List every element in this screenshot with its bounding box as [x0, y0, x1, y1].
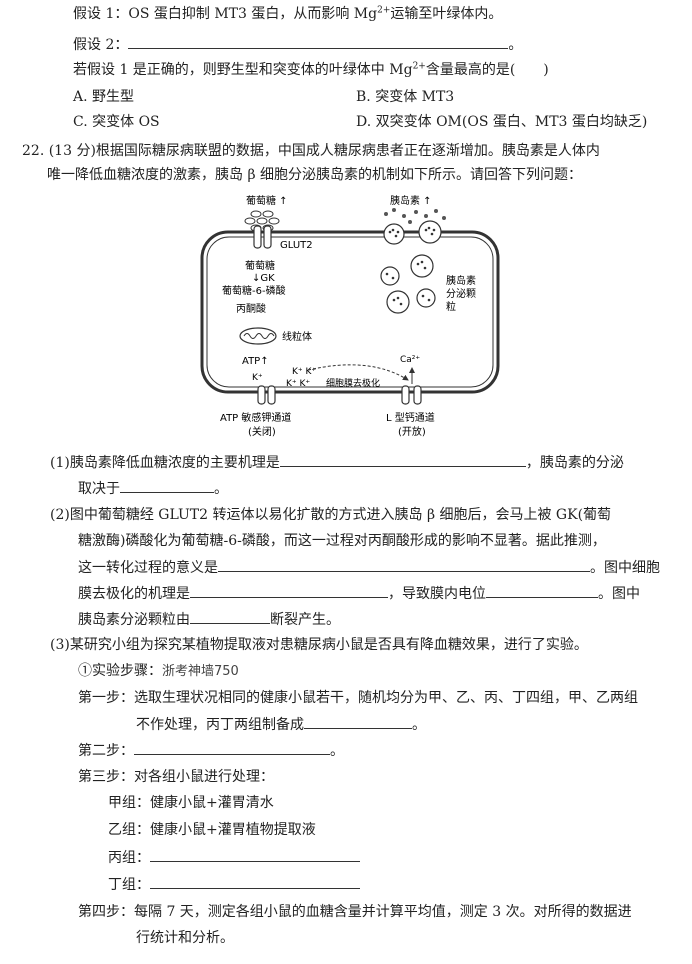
punct: 。 [412, 717, 426, 733]
part-1-blank-depends[interactable] [120, 478, 214, 493]
step-4-line2: 行统计和分析。 [136, 930, 234, 946]
hypothesis-2: 假设 2： 。 [73, 34, 522, 55]
label-glucose-top: 葡萄糖 ↑ [246, 194, 288, 207]
part-2-text-i: 断裂产生。 [270, 612, 340, 628]
group-a: 甲组：健康小鼠+灌胃清水 [108, 795, 274, 811]
option-b[interactable]: B. 突变体 MT3 [356, 89, 455, 105]
part-1-line1: (1)胰岛素降低血糖浓度的主要机理是 ，胰岛素的分泌 [50, 452, 624, 473]
question-21-stem: 若假设 1 是正确的，则野生型和突变体的叶绿体中 Mg2+含量最高的是( ) [73, 60, 549, 80]
step-1-text-b: 不作处理，丙丁两组制备成 [136, 717, 304, 733]
label-pyruvate: 丙酮酸 [236, 302, 266, 315]
group-d-blank[interactable] [150, 874, 360, 889]
step-1-blank-model[interactable] [304, 714, 412, 729]
label-atp-channel: ATP 敏感钾通道 [220, 411, 291, 424]
superscript: 2+ [412, 61, 426, 72]
group-c-label: 丙组： [108, 850, 150, 866]
label-atp-channel-state: (关闭) [248, 425, 276, 438]
part-2-line2: 糖激酶)磷酸化为葡萄糖-6-磷酸，而这一过程对丙酮酸形成的影响不显著。据此推测， [78, 533, 606, 549]
part-2-text-d: 。图中细胞 [590, 560, 660, 576]
step-2-label: 第二步： [78, 743, 134, 759]
group-c: 丙组： [108, 847, 360, 868]
hypothesis-1-text: 假设 1：OS 蛋白抑制 MT3 蛋白，从而影响 Mg [73, 6, 378, 22]
hypothesis-2-blank[interactable] [128, 34, 509, 49]
ca-channel [401, 385, 422, 405]
step-2: 第二步： 。 [78, 740, 344, 761]
part-2-text-h: 胰岛素分泌颗粒由 [78, 612, 190, 628]
superscript: 2+ [377, 5, 391, 16]
group-d: 丁组： [108, 874, 360, 895]
label-ca-channel: L 型钙通道 [386, 411, 435, 424]
label-ca: Ca²⁺ [400, 355, 420, 365]
option-c[interactable]: C. 突变体 OS [73, 114, 160, 130]
question-text: 若假设 1 是正确的，则野生型和突变体的叶绿体中 Mg [73, 62, 413, 78]
part-2-blank-potential[interactable] [486, 583, 598, 598]
released-insulin [384, 208, 446, 224]
part-2-text-f: ，导致膜内电位 [388, 586, 486, 602]
label-mitochondrion: 线粒体 [282, 330, 312, 343]
label-glut2: GLUT2 [280, 240, 313, 251]
part-2-blank-origin[interactable] [190, 609, 270, 624]
part-3-intro: (3)某研究小组为探究某植物提取液对患糖尿病小鼠是否具有降血糖效果，进行了实验。 [50, 637, 588, 653]
question-text-end: 含量最高的是( ) [425, 62, 549, 78]
part-2-line4: 膜去极化的机理是 ，导致膜内电位 。图中 [78, 583, 640, 604]
atp-k-channel [257, 385, 276, 405]
hypothesis-2-label: 假设 2： [73, 37, 129, 53]
label-k-mid: K⁺ K⁺ [292, 367, 316, 377]
label-g6p: 葡萄糖-6-磷酸 [222, 284, 286, 297]
glut2-transporter [253, 225, 272, 249]
hypothesis-1-text-end: 运输至叶绿体内。 [390, 6, 503, 22]
beta-cell-diagram: 葡萄糖 ↑ 胰岛素 ↑ GLUT2 葡萄糖 ↓GK 葡萄糖-6-磷酸 丙酮酸 线… [200, 194, 500, 438]
part-2-line1: (2)图中葡萄糖经 GLUT2 转运体以易化扩散的方式进入胰岛 β 细胞后，会马… [50, 507, 612, 523]
label-granule-3: 粒 [446, 300, 456, 313]
part-2-blank-significance[interactable] [218, 557, 590, 572]
step-1-line2: 不作处理，丙丁两组制备成 。 [136, 714, 426, 735]
part-1-blank-mechanism[interactable] [279, 452, 526, 467]
insulin-granules [380, 220, 442, 314]
label-glucose: 葡萄糖 [245, 259, 275, 272]
label-granule-2: 分泌颗 [446, 287, 476, 300]
label-ca-channel-state: (开放) [398, 425, 426, 438]
step-4-line1: 第四步：每隔 7 天，测定各组小鼠的血糖含量并计算平均值，测定 3 次。对所得的… [78, 904, 632, 920]
part-1-text-b: ，胰岛素的分泌 [525, 455, 624, 471]
q22-intro-line1: 22. (13 分)根据国际糖尿病联盟的数据，中国成人糖尿病患者正在逐渐增加。胰… [22, 143, 600, 159]
punct: 。 [330, 743, 344, 759]
label-k-low: K⁺ K⁺ [286, 379, 310, 389]
part-1-text-c: 取决于 [78, 481, 120, 497]
q22-intro-line2: 唯一降低血糖浓度的激素，胰岛 β 细胞分泌胰岛素的机制如下所示。请回答下列问题： [47, 167, 582, 183]
part-2-text-c: 这一转化过程的意义是 [78, 560, 218, 576]
part-2-text-e: 膜去极化的机理是 [78, 586, 190, 602]
label-atp: ATP↑ [242, 356, 269, 367]
label-insulin-top: 胰岛素 ↑ [390, 194, 432, 207]
group-b: 乙组：健康小鼠+灌胃植物提取液 [108, 822, 316, 838]
hypothesis-1: 假设 1：OS 蛋白抑制 MT3 蛋白，从而影响 Mg2+运输至叶绿体内。 [73, 4, 502, 24]
step-2-blank[interactable] [134, 740, 330, 755]
part-2-text-g: 。图中 [598, 586, 640, 602]
step-3: 第三步：对各组小鼠进行处理： [78, 769, 274, 785]
option-a[interactable]: A. 野生型 [73, 89, 135, 105]
group-c-blank[interactable] [150, 847, 360, 862]
mitochondrion-icon [239, 327, 277, 345]
part-1-line2: 取决于 。 [78, 478, 228, 499]
step-1-line1: 第一步：选取生理状况相同的健康小鼠若干，随机均分为甲、乙、丙、丁四组，甲、乙两组 [78, 690, 638, 706]
punct: 。 [214, 481, 228, 497]
group-d-label: 丁组： [108, 877, 150, 893]
granule-dots [385, 226, 436, 306]
part-2-blank-mechanism[interactable] [190, 583, 388, 598]
watermark-stamp: 浙考神墙750 [162, 664, 239, 679]
part-1-text: (1)胰岛素降低血糖浓度的主要机理是 [50, 455, 280, 471]
glucose-molecules [244, 210, 280, 232]
option-d[interactable]: D. 双突变体 OM(OS 蛋白、MT3 蛋白均缺乏) [356, 114, 648, 130]
label-depolarization: 细胞膜去极化 [326, 377, 380, 389]
part-2-line5: 胰岛素分泌颗粒由 断裂产生。 [78, 609, 340, 630]
label-k-left: K⁺ [252, 373, 263, 383]
label-granule-1: 胰岛素 [446, 274, 476, 287]
part-2-line3: 这一转化过程的意义是 。图中细胞 [78, 557, 660, 578]
steps-title: ①实验步骤：浙考神墙750 [78, 661, 239, 682]
punct: 。 [508, 37, 523, 53]
steps-title-text: ①实验步骤： [78, 663, 162, 679]
label-gk: ↓GK [252, 273, 275, 284]
